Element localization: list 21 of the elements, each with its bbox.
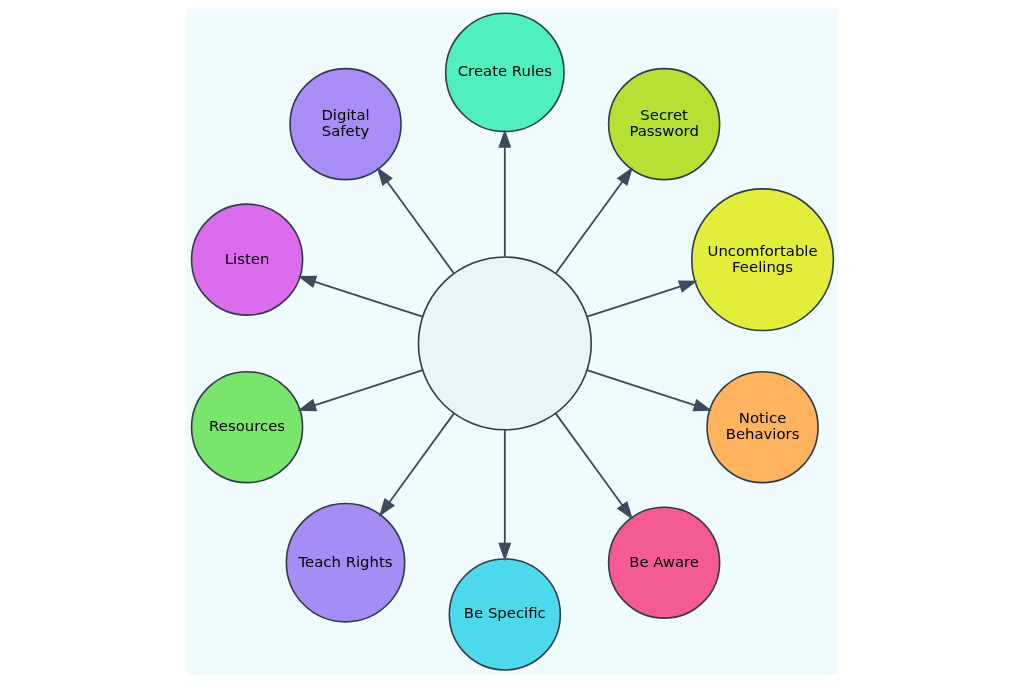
node-circle: Secret Password [607,67,720,181]
node-circle: Teach Rights [285,502,405,623]
arrow [585,369,712,412]
node-circle: Uncomfortable Feelings [690,188,834,332]
node-circle: Notice Behaviors [705,370,819,484]
node-circle: Be Aware [607,506,720,619]
node-circle: Digital Safety [288,67,402,181]
node-circle: Listen [190,203,303,316]
arrow [554,412,633,520]
node-circle: Resources [190,370,303,484]
node-circle [417,256,592,431]
node-circle: Be Specific [448,558,561,671]
arrow [297,275,423,318]
arrow [376,167,455,275]
node-circle: Create Rules [444,12,565,133]
arrow [497,429,511,562]
arrow [378,412,455,517]
arrow [554,167,633,275]
arrow [585,280,698,318]
arrow [497,129,511,258]
arrow [297,369,423,412]
